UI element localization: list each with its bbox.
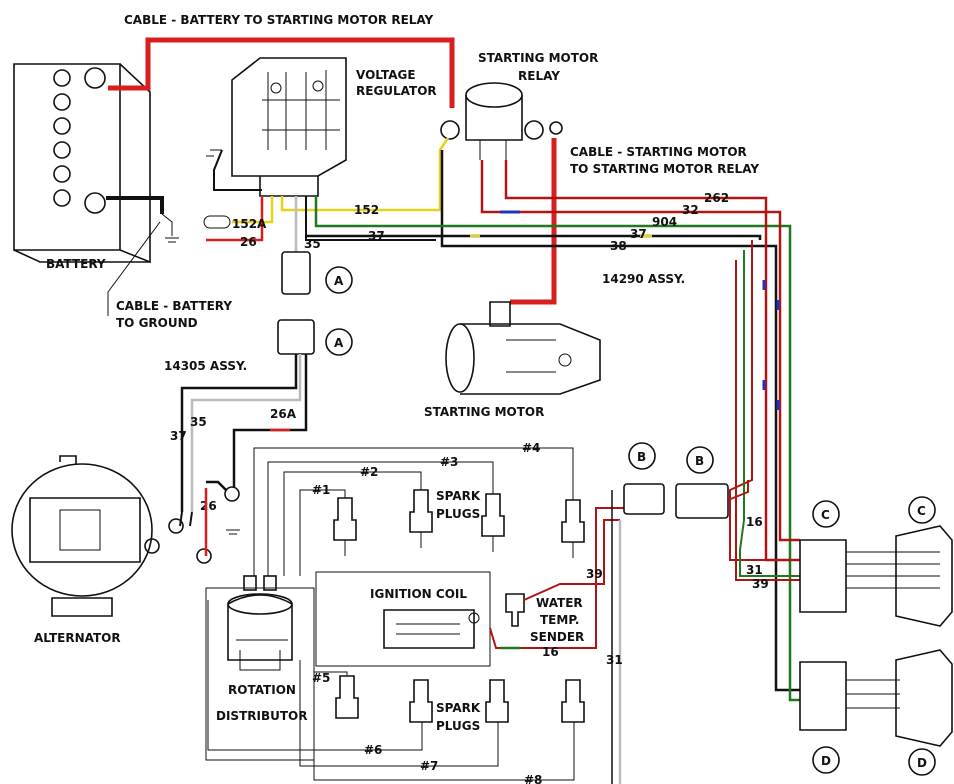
starting-motor-cable <box>510 138 557 305</box>
plug-7-label: #7 <box>420 759 438 773</box>
connector-c-left <box>799 500 940 613</box>
wire-39-mid-label: 39 <box>586 567 603 581</box>
starting-motor-relay-label-2: RELAY <box>518 69 560 83</box>
wire-26-alt-label: 26 <box>200 499 217 513</box>
wire-16-right-label: 16 <box>746 515 763 529</box>
spark-plugs-top-label-1: SPARK <box>436 489 481 503</box>
spark-plug-7 <box>485 679 509 723</box>
connector-b-left-label: B <box>637 450 646 464</box>
wire-904-label: 904 <box>652 215 677 229</box>
water-temp-label-2: TEMP. <box>540 613 579 627</box>
starting-motor <box>445 301 601 395</box>
cable-starting-motor-label-1: CABLE - STARTING MOTOR <box>570 145 747 159</box>
spark-plugs-bottom-label-1: SPARK <box>436 701 481 715</box>
spark-plug-3 <box>481 493 505 552</box>
voltage-regulator-label-1: VOLTAGE <box>356 68 416 82</box>
connector-c-left-label: C <box>821 508 830 522</box>
connector-a-bottom <box>180 319 353 512</box>
wire-152-label: 152 <box>354 203 379 217</box>
top-spark-plugs <box>333 489 585 558</box>
cable-battery-relay-label: CABLE - BATTERY TO STARTING MOTOR RELAY <box>124 13 434 27</box>
wire-35-left-label: 35 <box>190 415 207 429</box>
battery-ground-cable <box>106 196 179 316</box>
bottom-spark-plugs <box>207 600 585 781</box>
ignition-coil <box>315 571 491 667</box>
spark-plug-5 <box>335 675 359 719</box>
spark-plug-1 <box>333 497 357 556</box>
battery <box>13 63 151 264</box>
connector-c-right <box>895 496 953 627</box>
wire-37r-label: 37 <box>630 227 647 241</box>
top-plug-leads <box>253 447 574 576</box>
plug-5-label: #5 <box>312 671 330 685</box>
cable-battery-ground-label-2: TO GROUND <box>116 316 198 330</box>
plug-8-label: #8 <box>524 773 542 784</box>
spark-plugs-bottom-label-2: PLUGS <box>436 719 480 733</box>
spark-plug-8 <box>561 679 585 723</box>
battery-label: BATTERY <box>46 257 106 271</box>
alternator <box>11 455 240 617</box>
starting-motor-relay <box>440 82 563 160</box>
starting-motor-label: STARTING MOTOR <box>424 405 544 419</box>
connector-a-top <box>281 251 353 295</box>
coil-wires <box>489 490 624 784</box>
plug-4-label: #4 <box>522 441 540 455</box>
plug-3-label: #3 <box>440 455 458 469</box>
wire-31-bottom-label: 31 <box>606 653 623 667</box>
wire-37-label: 37 <box>368 229 385 243</box>
spark-plug-6 <box>409 679 433 723</box>
plug-1-label: #1 <box>312 483 330 497</box>
wire-37-left-label: 37 <box>170 429 187 443</box>
connector-a-bottom-label: A <box>334 336 344 350</box>
plug-2-label: #2 <box>360 465 378 479</box>
starting-motor-relay-label-1: STARTING MOTOR <box>478 51 598 65</box>
rotation-label: ROTATION <box>228 683 296 697</box>
wire-262-label: 262 <box>704 191 729 205</box>
wire-32-label: 32 <box>682 203 699 217</box>
connector-d-left <box>799 661 900 774</box>
assy-14305-label: 14305 ASSY. <box>164 359 247 373</box>
ignition-coil-label: IGNITION COIL <box>370 587 467 601</box>
cable-battery-ground-label-1: CABLE - BATTERY <box>116 299 232 313</box>
connector-d-right-label: D <box>917 756 927 770</box>
water-temp-label-3: SENDER <box>530 630 584 644</box>
connector-b-left <box>623 442 665 515</box>
connector-c-right-label: C <box>917 504 926 518</box>
connector-b-right <box>675 446 749 519</box>
cable-starting-motor-label-2: TO STARTING MOTOR RELAY <box>570 162 759 176</box>
wire-152a-label: 152A <box>232 217 267 231</box>
wire-26a-label: 26A <box>270 407 297 421</box>
plug-6-label: #6 <box>364 743 382 757</box>
distributor <box>205 575 315 761</box>
battery-relay-cable <box>108 37 455 108</box>
spark-plugs-top-label-2: PLUGS <box>436 507 480 521</box>
wire-35-label: 35 <box>304 237 321 251</box>
water-temp-label-1: WATER <box>536 596 583 610</box>
wire-39-right-label: 39 <box>752 577 769 591</box>
wire-31-right-label: 31 <box>746 563 763 577</box>
spark-plug-4 <box>561 499 585 558</box>
regulator-harness <box>203 137 800 702</box>
wire-26-label: 26 <box>240 235 257 249</box>
connector-d-right <box>895 649 953 776</box>
distributor-label: DISTRIBUTOR <box>216 709 307 723</box>
wire-16-bottom-label: 16 <box>542 645 559 659</box>
wire-38-label: 38 <box>610 239 627 253</box>
connector-a-top-label: A <box>334 274 344 288</box>
alternator-label: ALTERNATOR <box>34 631 121 645</box>
connector-d-left-label: D <box>821 754 831 768</box>
spark-plug-2 <box>409 489 433 548</box>
voltage-regulator-label-2: REGULATOR <box>356 84 437 98</box>
assy-14290-label: 14290 ASSY. <box>602 272 685 286</box>
water-temp-sender <box>505 519 620 627</box>
voltage-regulator <box>206 57 347 197</box>
connector-b-right-label: B <box>695 454 704 468</box>
